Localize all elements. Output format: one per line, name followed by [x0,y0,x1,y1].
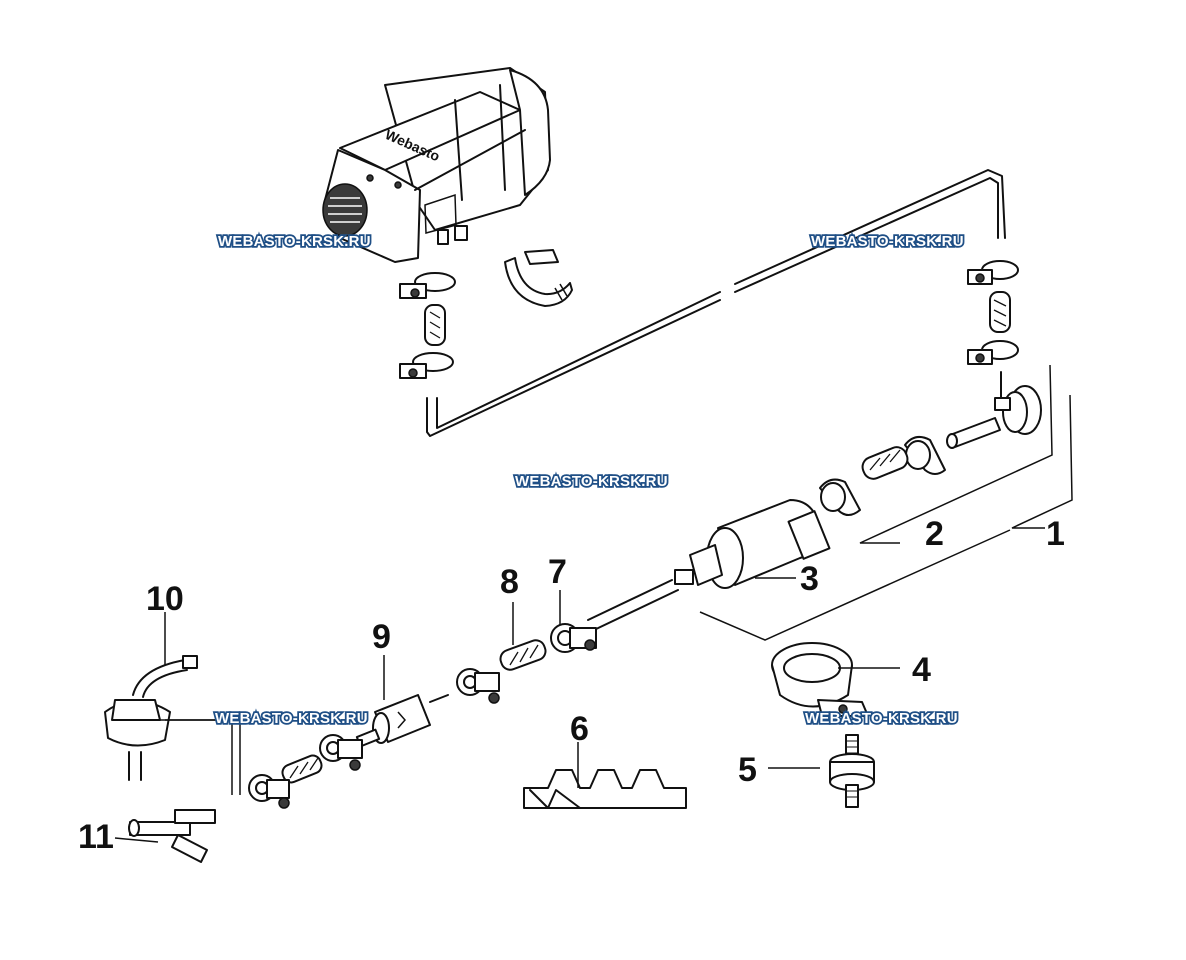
clamp-hose-lower [248,734,363,809]
clamp-item-7 [550,623,597,653]
callout-3: 3 [800,560,819,598]
hose-clamp-set [819,435,946,516]
callout-9: 9 [372,618,391,656]
rubber-mount [829,734,875,808]
leader-lines [114,364,1073,843]
watermark-top-right: WEBASTO-KRSK.RU [811,233,964,250]
fuel-metering-pump [587,499,831,631]
mounting-strap [504,249,573,307]
right-hose-joint [967,260,1019,365]
tank-pickup-fitting [946,371,1042,449]
left-hose-joint [399,272,456,379]
tank-connector [104,655,198,781]
corrugated-sleeve [523,769,687,809]
t-piece-connector [128,809,216,863]
callout-4: 4 [912,651,931,689]
callout-10: 10 [146,580,184,618]
callout-11: 11 [78,818,114,856]
watermark-bottom-right: WEBASTO-KRSK.RU [805,710,958,727]
watermark-top-left: WEBASTO-KRSK.RU [218,233,371,250]
callout-2: 2 [925,515,944,553]
pump-mounting-bracket [771,642,869,717]
callout-5: 5 [738,751,757,789]
callout-1: 1 [1046,515,1065,553]
hose-item-8 [499,639,547,671]
callout-7: 7 [548,553,567,591]
clamp-near-filter [456,668,500,704]
callout-8: 8 [500,563,519,601]
callout-6: 6 [570,710,589,748]
watermark-center: WEBASTO-KRSK.RU [515,473,668,490]
watermark-bottom-left: WEBASTO-KRSK.RU [215,710,368,727]
inline-fuel-filter [355,694,449,748]
air-heater-unit: Webasto [322,67,551,263]
fuel-pipe [426,169,1006,437]
